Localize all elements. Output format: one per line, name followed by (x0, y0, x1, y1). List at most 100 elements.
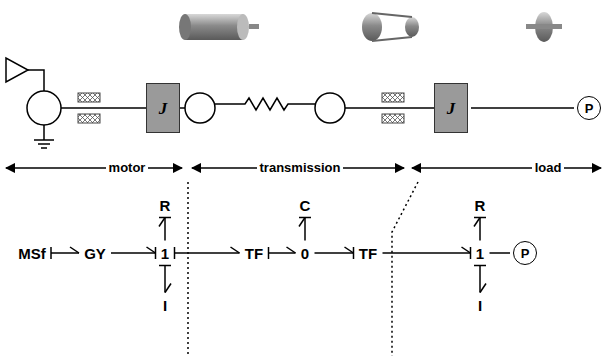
pulley-symbol (185, 93, 215, 123)
causal-stroke (353, 247, 355, 259)
pulley-symbol (315, 93, 345, 123)
bond-connector (299, 218, 311, 241)
half-arrow (165, 284, 171, 293)
pulley-icon (362, 13, 419, 41)
bond-element: C (298, 196, 313, 215)
bond-connector (315, 247, 354, 259)
half-arrow (70, 247, 79, 253)
node-label: P (521, 247, 530, 260)
bond-line (175, 252, 240, 254)
motor-icon (179, 14, 259, 40)
node-label: P (585, 102, 594, 115)
node-label: C (300, 198, 311, 213)
causal-stroke (174, 247, 176, 259)
half-arrow (474, 218, 480, 227)
causal-stroke (50, 247, 52, 259)
section-divider (188, 182, 418, 356)
disc-icon (526, 12, 562, 42)
node-label: J (159, 100, 168, 117)
node-label: GY (84, 246, 106, 261)
junction: 1 (159, 244, 172, 263)
node-label: MSf (18, 246, 46, 261)
bond-line (164, 218, 166, 241)
junction: 0 (299, 244, 312, 263)
half-arrow (287, 247, 296, 253)
bond-line (479, 218, 481, 241)
bond-element: TF (243, 244, 266, 263)
node-label: R (475, 198, 486, 213)
bond-connector (51, 247, 79, 259)
node-label: TF (245, 246, 263, 261)
inertia-box: J (434, 83, 468, 133)
node-label: I (163, 298, 167, 313)
bond-line (164, 266, 166, 293)
causal-stroke (474, 265, 486, 267)
load-port: P (513, 241, 537, 265)
bond-line (304, 218, 306, 241)
half-arrow (147, 247, 156, 253)
half-arrow (345, 247, 354, 253)
shaft (61, 107, 146, 109)
bond-line (383, 252, 471, 254)
motor-symbol (27, 91, 61, 125)
bond-connector (159, 266, 171, 293)
half-arrow (231, 247, 240, 253)
causal-stroke (470, 247, 472, 259)
causal-stroke (155, 247, 157, 259)
half-arrow (159, 218, 165, 227)
bond-connector (474, 266, 486, 293)
section-label: transmission (257, 161, 344, 175)
bond-element: R (158, 196, 173, 215)
causal-stroke (299, 217, 311, 219)
bond-line (490, 252, 511, 254)
bond-element: I (476, 296, 485, 315)
node-label: 1 (161, 246, 169, 261)
bond-line (471, 107, 574, 109)
causal-stroke (268, 247, 270, 259)
node-label: I (478, 298, 482, 313)
node-label: 1 (476, 246, 484, 261)
causal-stroke (159, 217, 171, 219)
bond-connector (159, 218, 171, 241)
junction: 1 (474, 244, 487, 263)
bond-line (51, 252, 79, 254)
bond-connector (175, 247, 240, 259)
bond-element: GY (82, 244, 108, 263)
bond-connector (269, 247, 296, 259)
bond-element: TF (357, 244, 380, 263)
source-symbol (6, 58, 44, 91)
bond-line (479, 266, 481, 293)
bearing (78, 93, 100, 123)
causal-stroke (159, 265, 171, 267)
bond-connector (471, 108, 574, 109)
bond-line (315, 252, 354, 254)
bond-connector (474, 218, 486, 241)
bearing (382, 93, 404, 123)
section-label: motor (106, 161, 149, 175)
bond-element: R (473, 196, 488, 215)
section-label: load (532, 161, 565, 175)
node-label: TF (359, 246, 377, 261)
half-arrow (299, 218, 305, 227)
bond-line (269, 252, 296, 254)
bond-connector (383, 247, 471, 259)
node-label: 0 (301, 246, 309, 261)
half-arrow (480, 284, 486, 293)
node-label: R (160, 198, 171, 213)
bond-line (111, 252, 156, 254)
bond-element: MSf (16, 244, 48, 263)
node-label: J (447, 100, 456, 117)
bond-connector (490, 253, 511, 254)
bond-connector (111, 247, 156, 259)
inertia-box: J (146, 83, 180, 133)
load-port: P (577, 96, 601, 120)
bond-element: I (161, 296, 170, 315)
ground-symbol (34, 125, 54, 148)
shaft (345, 107, 434, 109)
causal-stroke (474, 217, 486, 219)
belt-spring (215, 98, 315, 110)
half-arrow (462, 247, 471, 253)
